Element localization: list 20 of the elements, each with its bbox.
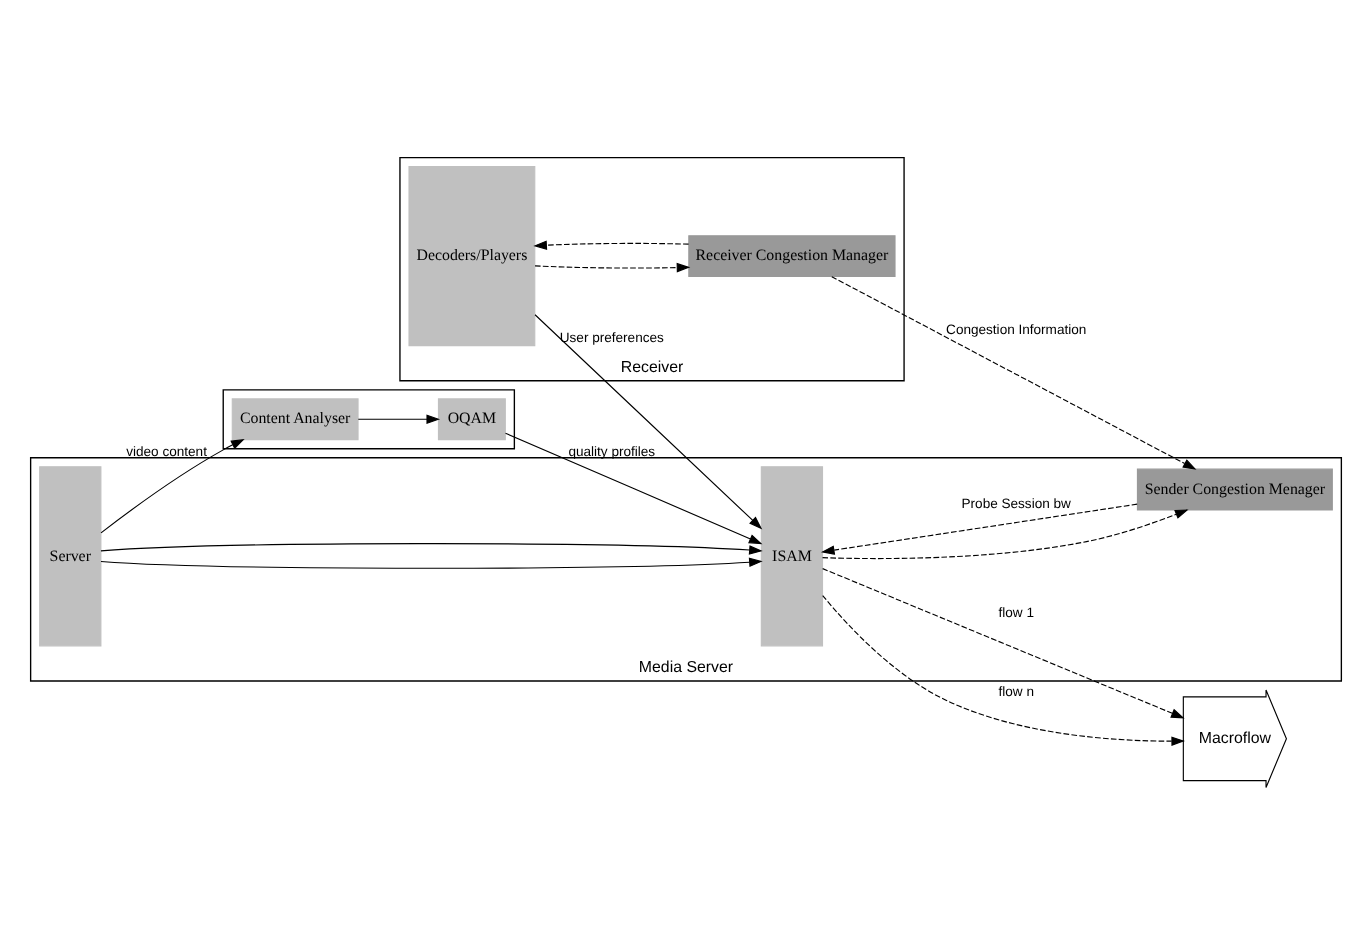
node-box: Decoders/Players bbox=[408, 166, 536, 347]
arrow bbox=[822, 594, 1185, 746]
arrow bbox=[100, 543, 763, 555]
arrow bbox=[534, 314, 763, 530]
node-box: OQAM bbox=[437, 398, 506, 441]
arrow bbox=[504, 432, 763, 545]
node-box: ISAM bbox=[760, 466, 824, 647]
arrow bbox=[822, 568, 1185, 719]
node-box: Receiver Congestion Manager bbox=[688, 235, 896, 278]
node-box: Server bbox=[39, 466, 102, 647]
arrow bbox=[831, 276, 1197, 470]
arrow bbox=[100, 557, 763, 569]
arrow bbox=[533, 240, 690, 250]
arrow bbox=[822, 509, 1189, 560]
node-box: Sender Congestion Menager bbox=[1136, 468, 1333, 511]
node-box: Content Analyser bbox=[231, 398, 359, 441]
arrow bbox=[100, 439, 245, 534]
arrow bbox=[820, 503, 1138, 555]
arrow bbox=[357, 414, 441, 425]
arrow bbox=[534, 262, 691, 273]
